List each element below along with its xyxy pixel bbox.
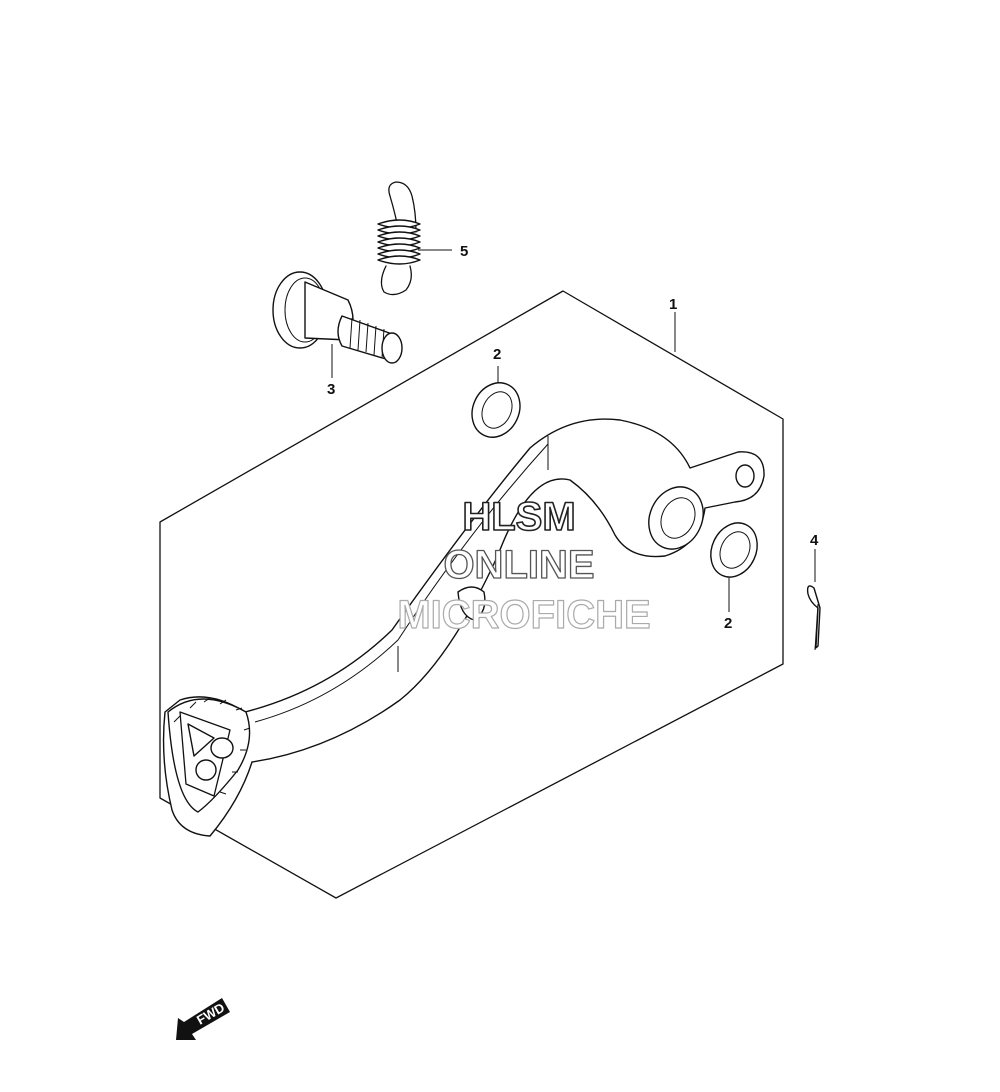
callout-2-upper: 2: [493, 346, 501, 363]
callout-1: 1: [669, 296, 677, 313]
washer-upper: [471, 382, 521, 438]
watermark: HLSM ONLINE MICROFICHE: [397, 494, 652, 637]
washer-lower: [710, 522, 758, 578]
callout-4: 4: [810, 532, 819, 549]
pivot-bolt: [272, 271, 403, 364]
assembly-outline: [159, 290, 784, 899]
cotter-pin: [806, 585, 821, 651]
callout-3: 3: [327, 381, 335, 398]
callout-5: 5: [460, 243, 468, 260]
fwd-direction-arrow: FWD: [176, 998, 230, 1040]
return-spring: [377, 181, 421, 296]
watermark-line-1: HLSM: [462, 495, 575, 539]
brake-pedal-arm: [162, 418, 765, 837]
watermark-line-3: MICROFICHE: [397, 593, 650, 637]
watermark-line-2: ONLINE: [443, 543, 594, 587]
callout-2-lower: 2: [724, 615, 732, 632]
